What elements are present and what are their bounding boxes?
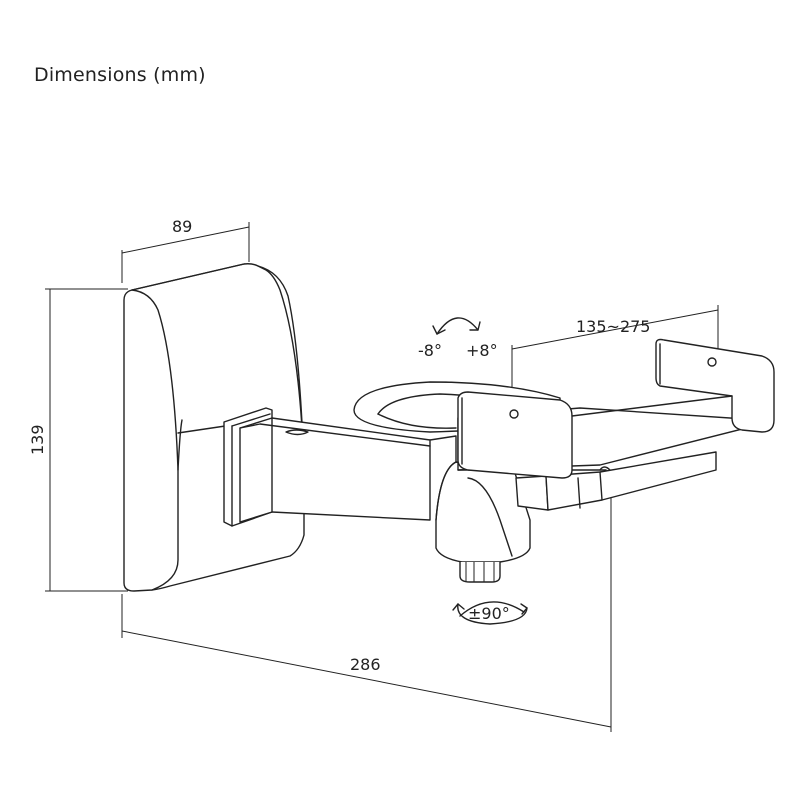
speaker-shelf: [457, 338, 775, 511]
dimension-height: 139: [28, 288, 128, 592]
swivel-label: ±90°: [468, 604, 510, 623]
dimension-label-clamp: 135~275: [576, 317, 650, 336]
tilt-left-label: -8°: [418, 341, 442, 360]
dimension-clamp: 135~275: [511, 305, 719, 392]
tilt-arrow-icon: -8° +8°: [418, 317, 498, 360]
dimension-label-width: 89: [172, 217, 192, 236]
arm: [223, 407, 531, 583]
tilt-right-label: +8°: [466, 341, 498, 360]
page-title: Dimensions (mm): [34, 64, 206, 86]
dimension-label-height: 139: [28, 424, 47, 455]
dimension-depth: 286: [121, 480, 612, 732]
dimension-width: 89: [121, 217, 250, 283]
swivel-arrow-icon: ±90°: [452, 601, 528, 625]
dimension-label-depth: 286: [350, 655, 381, 674]
